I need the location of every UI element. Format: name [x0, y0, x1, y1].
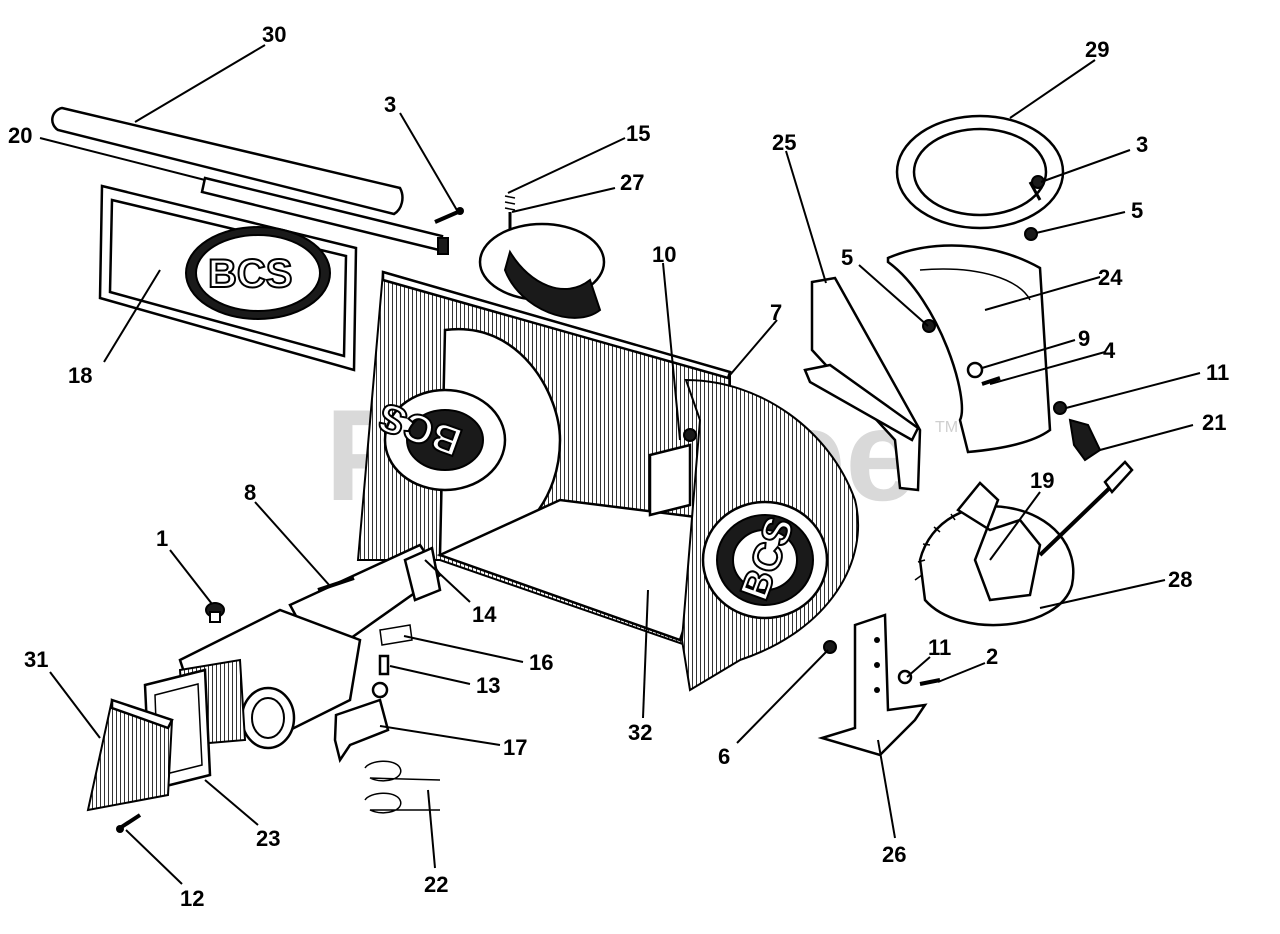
part-11-nut-top	[1053, 401, 1067, 415]
part-22-spring-clip	[364, 760, 441, 814]
part-31-flange-mesh	[86, 698, 174, 812]
callout-3: 3	[384, 92, 396, 117]
part-30-tube	[51, 106, 404, 216]
part-12-screw	[116, 813, 142, 833]
callout-29: 29	[1085, 37, 1109, 62]
watermark-trademark: TM	[935, 419, 958, 436]
callout-21: 21	[1202, 410, 1226, 435]
part-14-bearing	[403, 546, 442, 602]
callout-16: 16	[529, 650, 553, 675]
part-11-nut-bottom	[897, 669, 913, 685]
callout-9: 9	[1078, 326, 1090, 351]
callout-12: 12	[180, 886, 204, 911]
housing-top-funnel	[478, 222, 606, 319]
callout-1: 1	[156, 526, 168, 551]
callout-22: 22	[424, 872, 448, 897]
part-26-skid	[817, 613, 928, 757]
callout-11-top: 11	[1206, 360, 1229, 385]
logo-plate-text: BCS	[208, 252, 292, 296]
callout-8: 8	[244, 480, 256, 505]
callout-20: 20	[8, 123, 32, 148]
part-17-lever	[333, 681, 390, 764]
callout-5-right: 5	[1131, 198, 1143, 223]
part-25-deflector	[803, 276, 922, 492]
part-4-screw	[981, 376, 1001, 386]
callout-10: 10	[652, 242, 676, 267]
callout-11-bottom: 11	[928, 635, 951, 660]
callout-17: 17	[503, 735, 527, 760]
callout-14: 14	[472, 602, 497, 627]
part-3-bolt-right	[1028, 175, 1045, 201]
part-15-spring	[504, 195, 516, 211]
part-5-nut-mid	[922, 319, 936, 333]
callout-27: 27	[620, 170, 644, 195]
callout-25: 25	[772, 130, 796, 155]
callout-7: 7	[770, 300, 782, 325]
callout-32: 32	[628, 720, 652, 745]
part-2-bolt	[919, 678, 941, 686]
part-20-rod	[200, 176, 449, 255]
part-21-knob	[1068, 418, 1102, 462]
part-16-bolt	[379, 624, 413, 646]
callout-5-mid: 5	[841, 245, 853, 270]
callout-3-right: 3	[1136, 132, 1148, 157]
part-13-pin	[378, 654, 390, 676]
part-5-nut-right	[1024, 227, 1038, 241]
part-10-clip	[648, 428, 697, 517]
callout-15: 15	[626, 121, 650, 146]
part-19-crank	[956, 460, 1134, 602]
callout-30: 30	[262, 22, 286, 47]
part-9-washer	[966, 361, 984, 379]
callout-31: 31	[24, 647, 48, 672]
callout-23: 23	[256, 826, 280, 851]
callout-24: 24	[1098, 265, 1123, 290]
callout-19: 19	[1030, 468, 1054, 493]
callout-6: 6	[718, 744, 730, 769]
part-29-ring	[895, 114, 1065, 230]
part-32-auger-housing	[436, 378, 860, 692]
callout-18: 18	[68, 363, 92, 388]
part-1-plug	[205, 602, 225, 623]
leader-lines	[39, 44, 1201, 885]
part-18-logo-plate: BCS	[98, 184, 358, 372]
part-3-bolt	[434, 207, 464, 224]
part-24-chute	[886, 244, 1052, 454]
callout-2: 2	[986, 644, 998, 669]
callout-labels: 30 20 3 18 15 27 10 7 25 5 24 29 3 5 9 4…	[8, 22, 1229, 911]
callout-26: 26	[882, 842, 906, 867]
callout-4: 4	[1103, 338, 1116, 363]
callout-28: 28	[1168, 567, 1192, 592]
callout-13: 13	[476, 673, 500, 698]
